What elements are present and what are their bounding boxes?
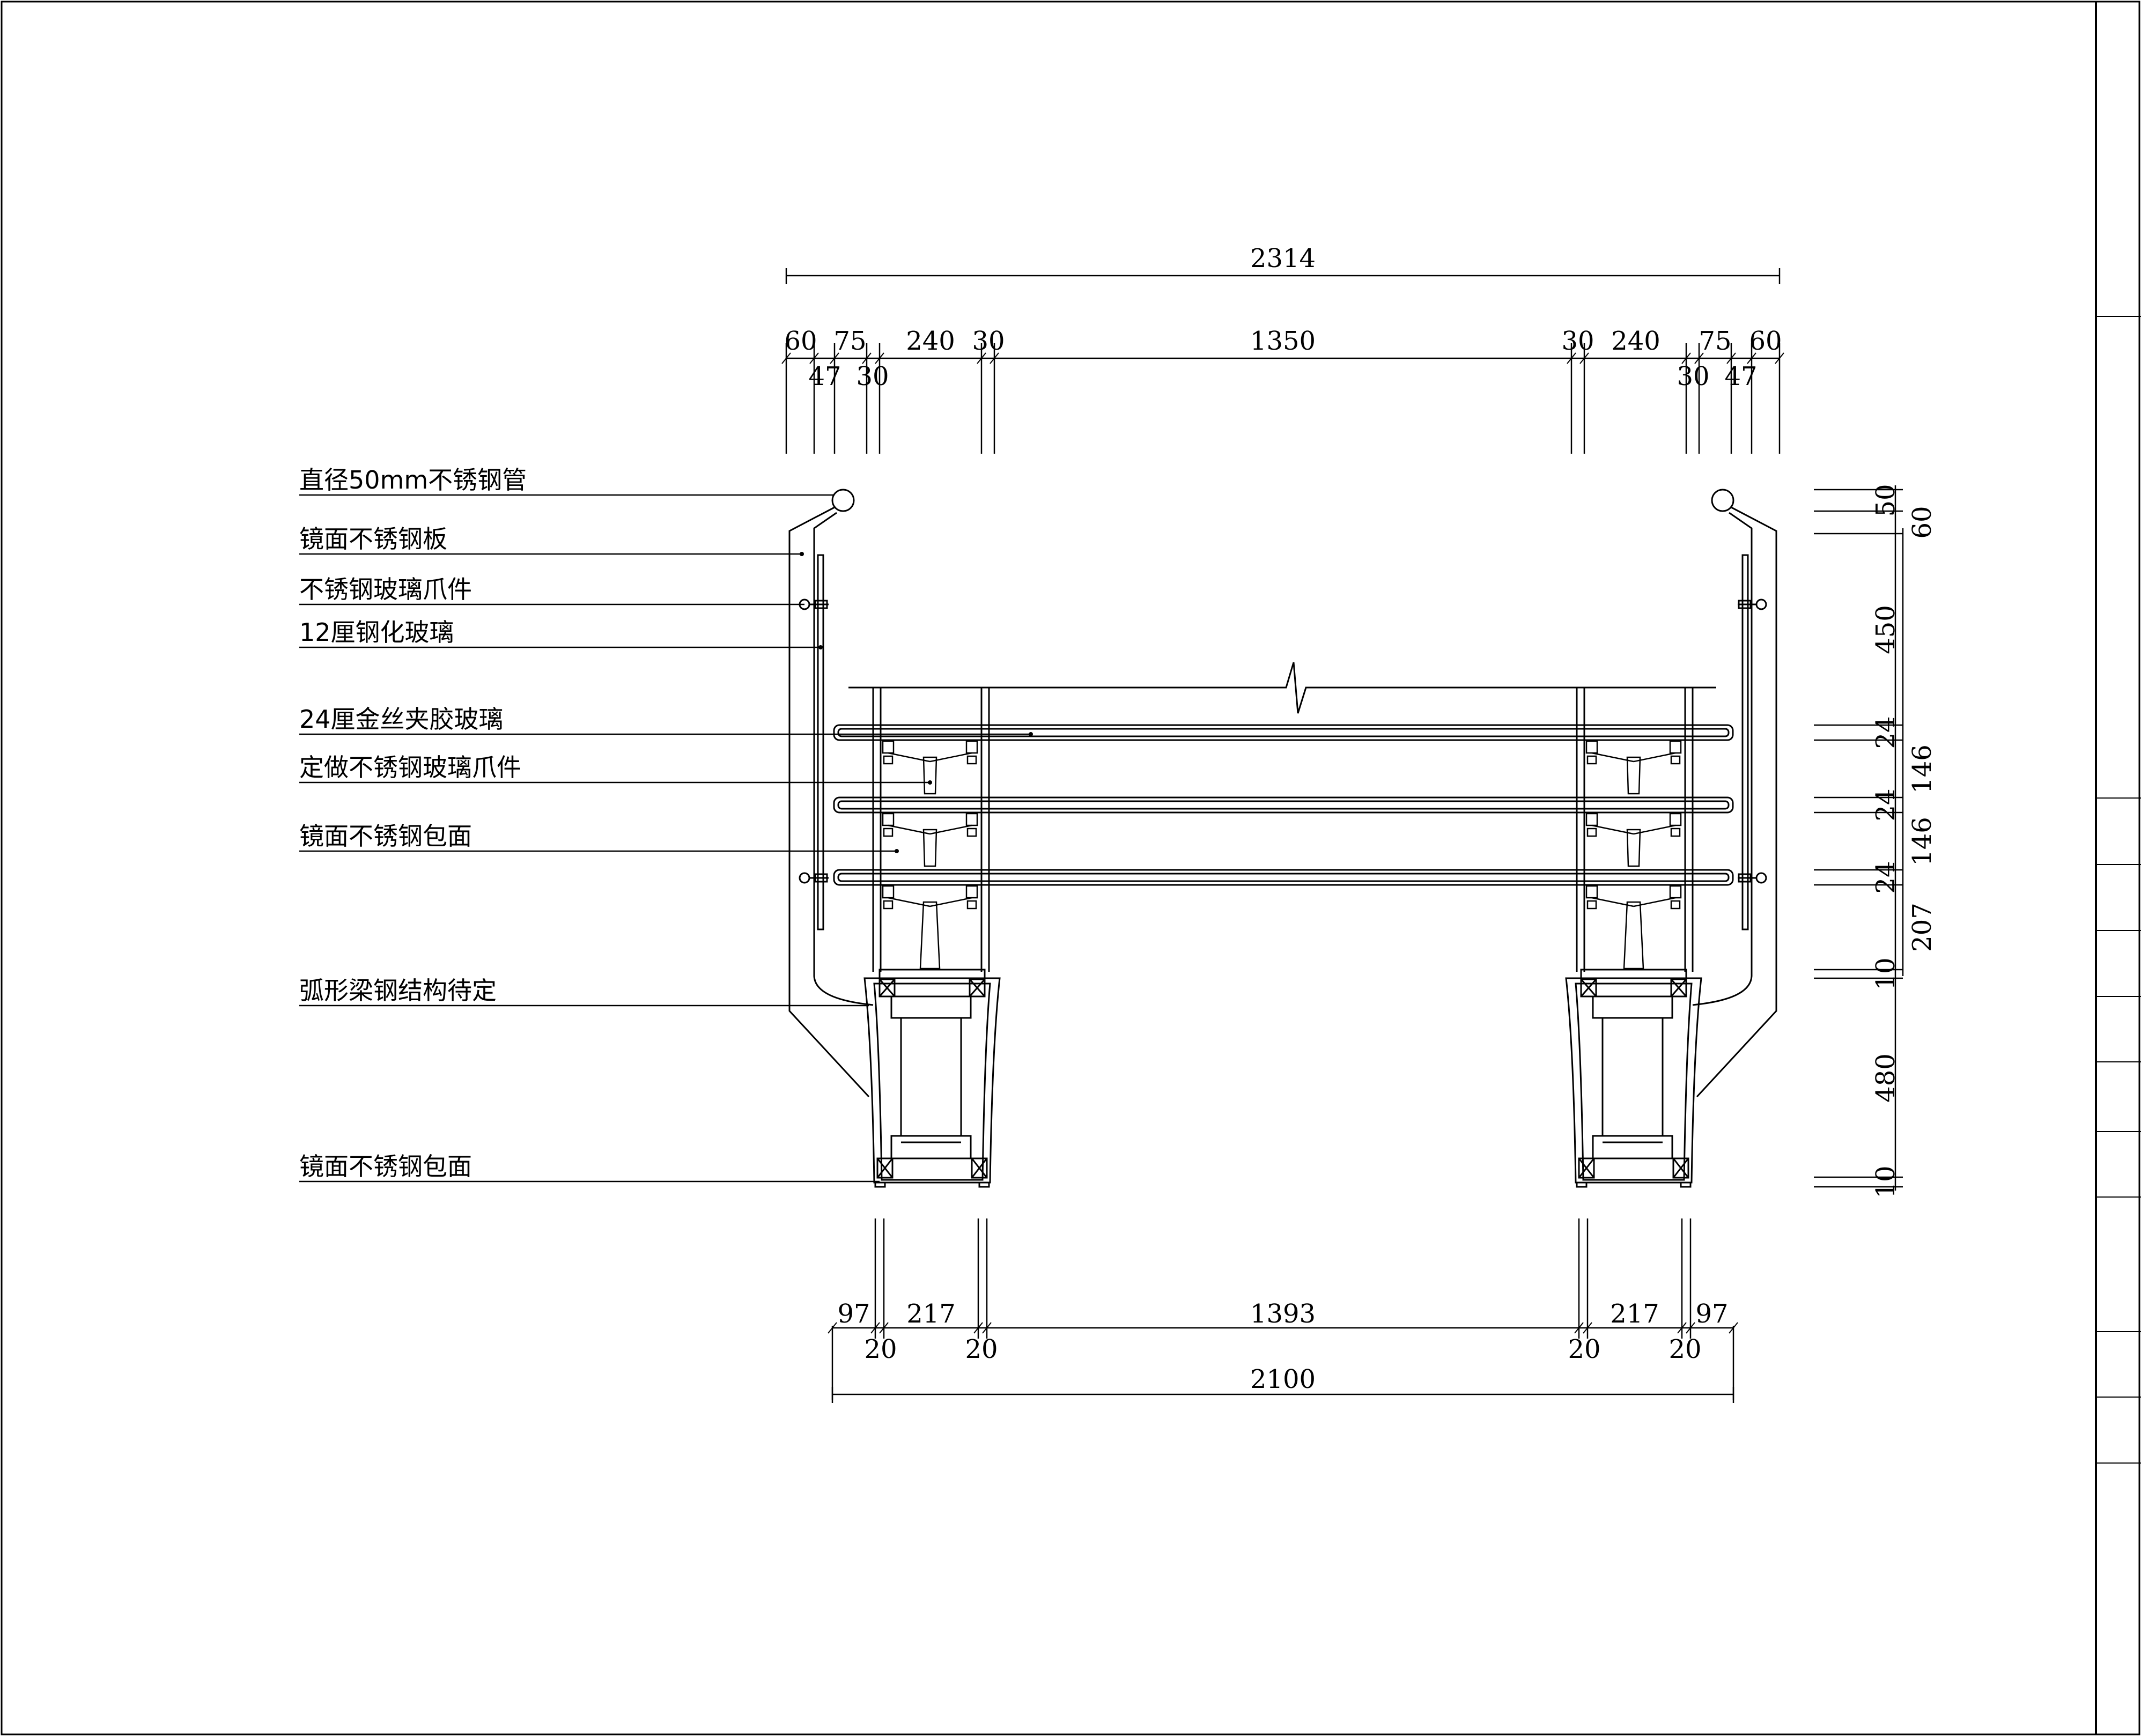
- leader-dots: [800, 552, 1033, 853]
- left-base-pedestal: [863, 969, 1001, 1188]
- svg-text:60: 60: [1749, 326, 1782, 356]
- svg-text:97: 97: [837, 1299, 870, 1329]
- svg-text:47: 47: [808, 361, 841, 391]
- label-laminated-glass: 24厘金丝夹胶玻璃: [299, 705, 504, 734]
- label-arc-beam: 弧形梁钢结构待定: [299, 976, 497, 1005]
- svg-text:24: 24: [1871, 788, 1901, 821]
- label-custom-claw: 定做不锈钢玻璃爪件: [299, 753, 521, 782]
- svg-text:217: 217: [1610, 1299, 1659, 1329]
- right-custom-claws: [1585, 740, 1682, 970]
- dim-top-row1: 60 75 240 30 1350 30 240 75 60: [784, 326, 1782, 356]
- label-mirror-panel: 镜面不锈钢板: [299, 525, 447, 553]
- svg-text:240: 240: [906, 326, 955, 356]
- svg-text:75: 75: [833, 326, 866, 356]
- left-mirror-panel: [788, 506, 874, 1098]
- svg-text:75: 75: [1699, 326, 1731, 356]
- dim-top-overall: 2314: [1250, 243, 1316, 274]
- leader-lines: [299, 494, 1031, 1183]
- right-tempered-glass: [1741, 554, 1749, 930]
- label-tempered-glass: 12厘钢化玻璃: [299, 618, 454, 647]
- bottom-dimension-lines: [828, 1218, 1738, 1403]
- svg-text:24: 24: [1871, 716, 1901, 749]
- svg-text:450: 450: [1871, 605, 1901, 654]
- side-claws: [799, 599, 1767, 884]
- right-column: [1576, 688, 1694, 972]
- svg-text:146: 146: [1907, 817, 1937, 866]
- svg-text:24: 24: [1871, 861, 1901, 893]
- svg-text:240: 240: [1611, 326, 1660, 356]
- right-tube: [1711, 489, 1734, 512]
- svg-text:1393: 1393: [1250, 1299, 1316, 1329]
- label-tube: 直径50mm不锈钢管: [299, 466, 527, 494]
- dim-bottom-row2: 20 20 20 20: [864, 1334, 1701, 1364]
- dim-bottom-row1: 97 217 1393 217 97: [837, 1299, 1728, 1329]
- top-dimension-lines: [781, 268, 1784, 454]
- svg-text:20: 20: [864, 1334, 897, 1364]
- svg-text:47: 47: [1724, 361, 1757, 391]
- svg-text:50: 50: [1871, 484, 1901, 516]
- svg-text:217: 217: [906, 1299, 956, 1329]
- label-mirror-cladding: 镜面不锈钢包面: [299, 822, 472, 851]
- label-glass-claw: 不锈钢玻璃爪件: [299, 575, 472, 604]
- svg-text:1350: 1350: [1250, 326, 1316, 356]
- right-dimension-lines: [1814, 485, 1904, 1191]
- svg-text:60: 60: [1907, 506, 1937, 538]
- svg-text:97: 97: [1695, 1299, 1728, 1329]
- svg-text:30: 30: [972, 326, 1005, 356]
- laminated-glass-panels: [833, 724, 1734, 886]
- structure: [788, 489, 1777, 1188]
- svg-text:30: 30: [1561, 326, 1594, 356]
- svg-text:30: 30: [1677, 361, 1709, 391]
- svg-text:207: 207: [1907, 903, 1937, 952]
- svg-text:480: 480: [1871, 1053, 1901, 1103]
- svg-text:20: 20: [965, 1334, 998, 1364]
- dim-right-outer: 60 450 146 146 207: [1871, 506, 1937, 951]
- svg-text:10: 10: [1871, 1165, 1901, 1198]
- dim-top-row2: 47 30 30 47: [808, 361, 1757, 391]
- left-column: [872, 688, 990, 972]
- dim-right-inner: 50 24 24 24 10 480 10: [1871, 484, 1901, 1198]
- left-tempered-glass: [817, 554, 824, 930]
- svg-text:20: 20: [1668, 1334, 1701, 1364]
- svg-text:60: 60: [784, 326, 817, 356]
- top-glass-line: [848, 662, 1716, 714]
- dim-bottom-overall: 2100: [1250, 1364, 1316, 1394]
- svg-text:30: 30: [856, 361, 889, 391]
- right-base-pedestal: [1565, 969, 1702, 1188]
- left-custom-claws: [882, 740, 978, 970]
- svg-text:20: 20: [1568, 1334, 1600, 1364]
- svg-text:10: 10: [1871, 957, 1901, 990]
- svg-text:146: 146: [1907, 744, 1937, 794]
- label-mirror-cladding-bottom: 镜面不锈钢包面: [299, 1152, 472, 1181]
- left-tube: [831, 489, 855, 512]
- right-mirror-panel: [1692, 506, 1777, 1098]
